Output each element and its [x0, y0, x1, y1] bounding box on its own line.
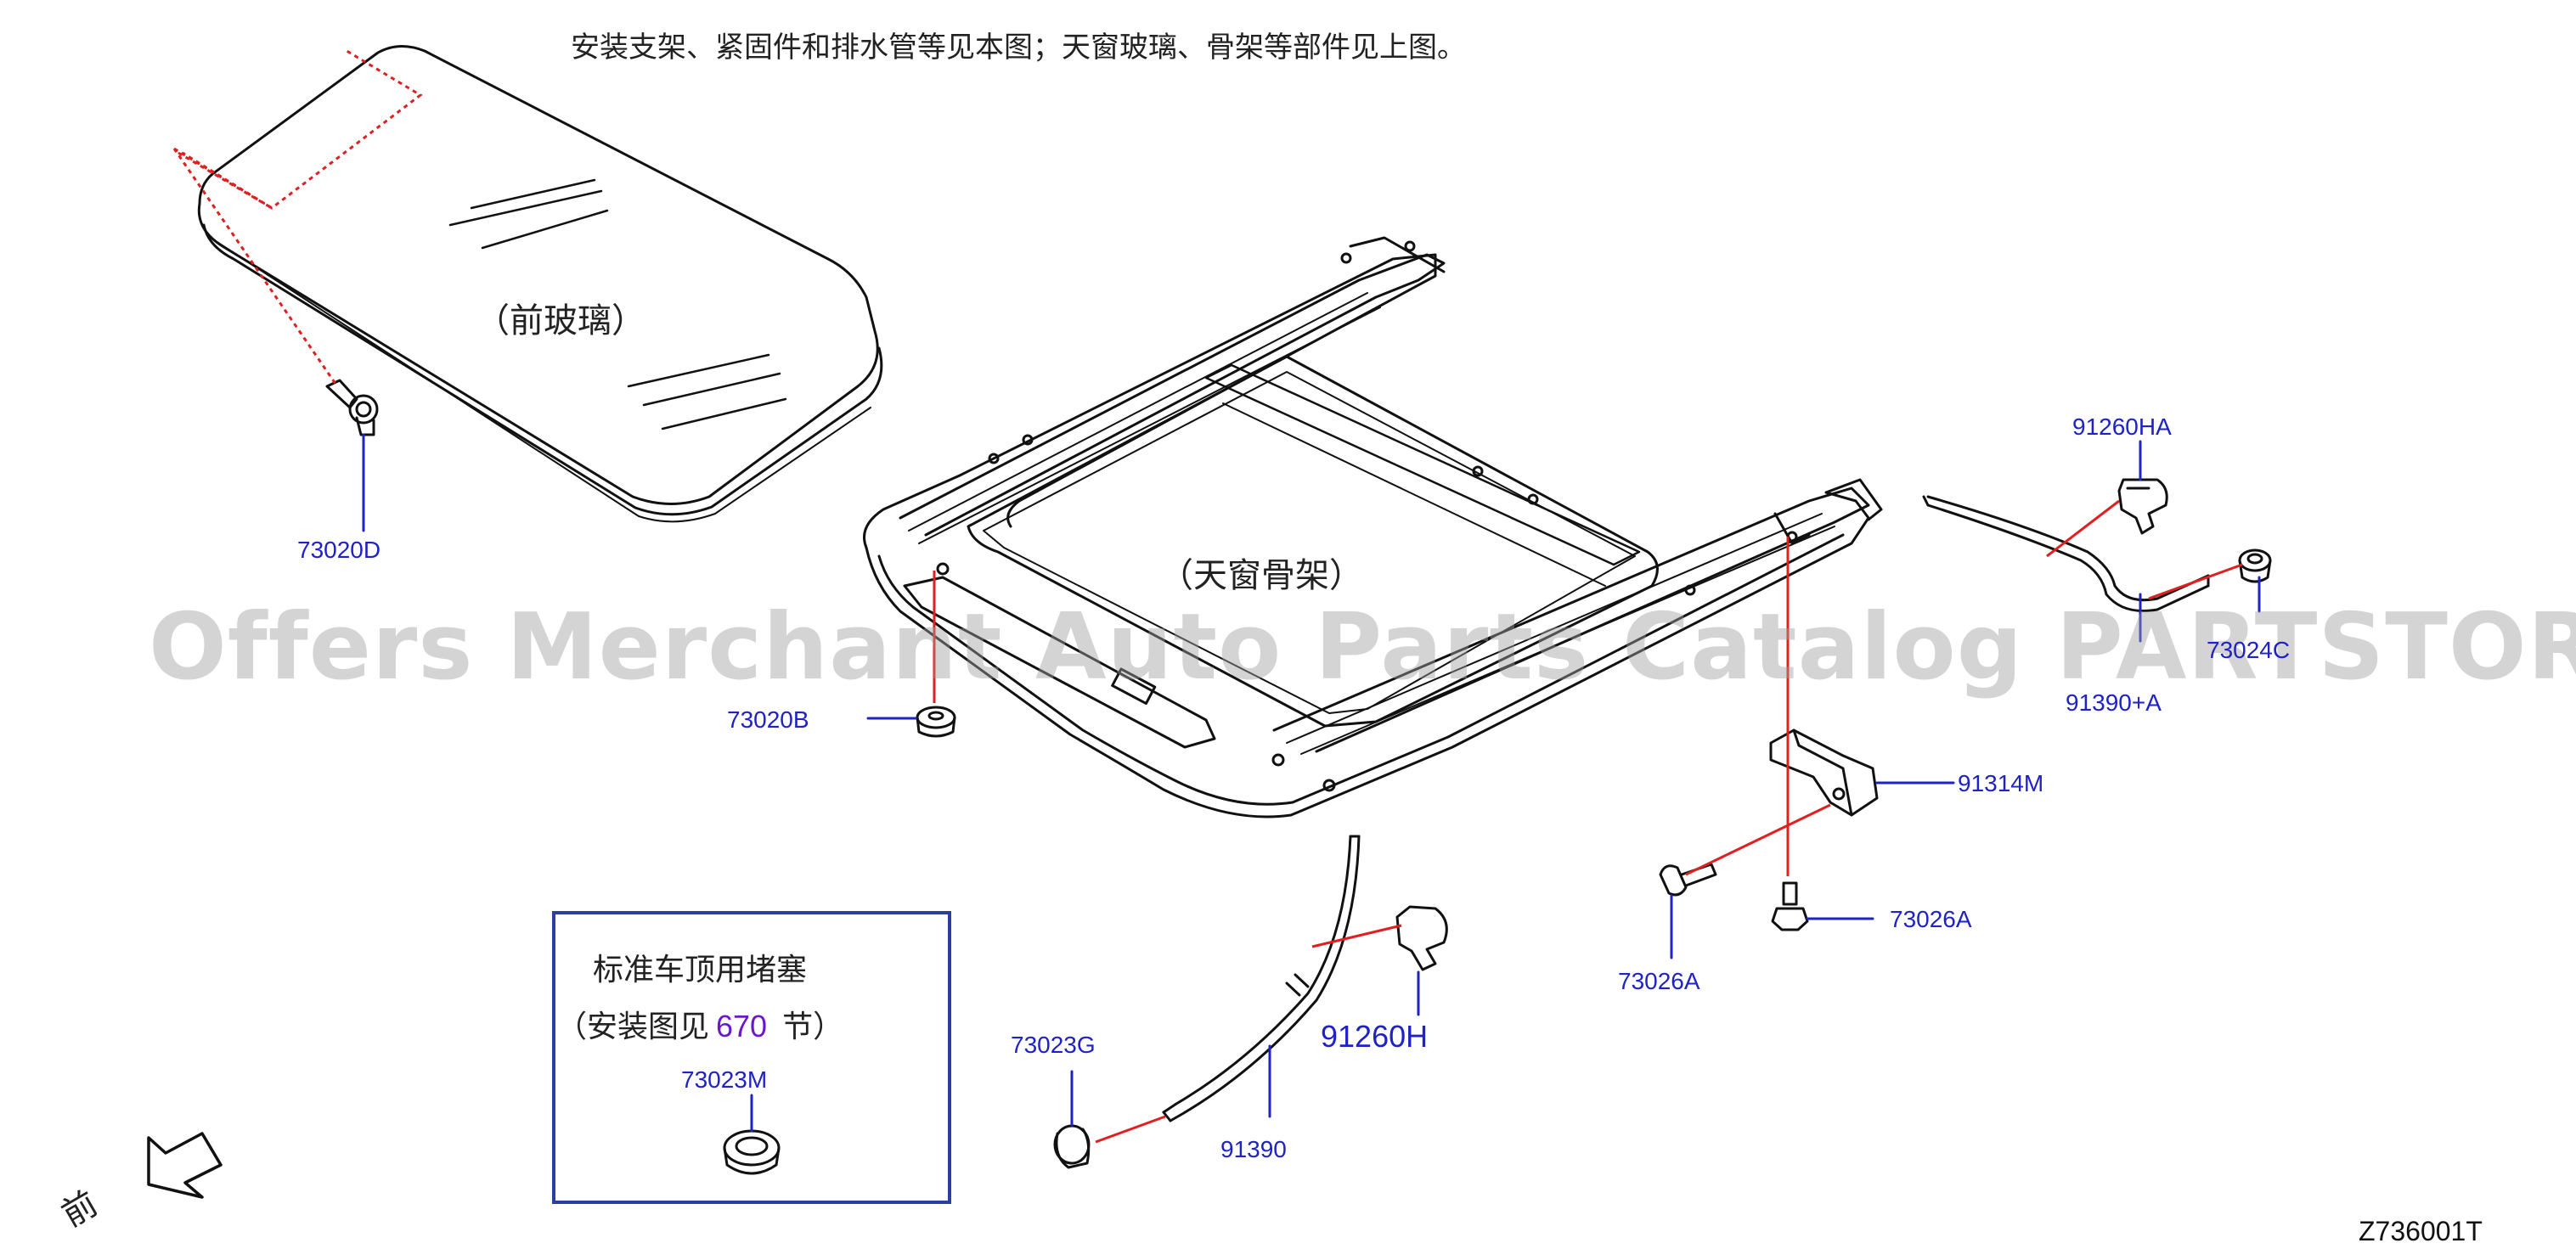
part-label-73020d[interactable]: 73020D [297, 537, 381, 563]
part-label-73024c[interactable]: 73024C [2207, 637, 2291, 663]
diagram-code: Z736001T [2359, 1216, 2483, 1246]
nut-73020b [866, 706, 956, 738]
clip-91260h [1395, 905, 1448, 1016]
standard-plug-box [552, 911, 951, 1204]
bolt-73026a-left [1659, 863, 1717, 959]
bolt-73026a-right [1771, 881, 1874, 931]
bracket-91314m [1769, 728, 1955, 817]
part-label-73026a-left[interactable]: 73026A [1618, 968, 1700, 994]
header-note: 安装支架、紧固件和排水管等见本图；天窗玻璃、骨架等部件见上图。 [571, 31, 1466, 65]
part-label-73023g[interactable]: 73023G [1011, 1032, 1096, 1058]
part-label-91260ha[interactable]: 91260HA [2072, 413, 2172, 440]
part-label-73023m[interactable]: 73023M [681, 1066, 768, 1093]
front-drain-hose [1162, 835, 1361, 1122]
install-suffix: 节） [782, 1010, 844, 1044]
front-direction-arrow [147, 1132, 223, 1199]
sunroof-frame [863, 236, 1883, 818]
part-label-91314m[interactable]: 91314M [1958, 770, 2044, 796]
sunroof-frame-caption: （天窗骨架） [1159, 556, 1363, 595]
front-glass-panel [197, 45, 883, 523]
part-label-91260h[interactable]: 91260H [1321, 1019, 1429, 1054]
plug-73023m [723, 1094, 781, 1175]
install-prefix: （安装图见 [556, 1010, 710, 1044]
clip-73020d [325, 379, 379, 532]
part-label-73026a-right[interactable]: 73026A [1890, 906, 1972, 932]
watermark: Offers Merchant Auto Parts Catalog PARTS… [149, 594, 2576, 700]
clip-91260ha [2117, 440, 2168, 535]
part-label-73020b[interactable]: 73020B [727, 706, 809, 733]
front-glass-caption: （前玻璃） [476, 301, 645, 340]
part-label-91390[interactable]: 91390 [1220, 1136, 1287, 1162]
part-label-91390a[interactable]: 91390+A [2066, 689, 2162, 716]
page-ref-link[interactable]: 670 [716, 1009, 768, 1043]
plug-box-title: 标准车顶用堵塞 [593, 953, 808, 987]
grommet-73024c [2139, 548, 2272, 643]
grommet-73023g [1053, 1070, 1091, 1169]
